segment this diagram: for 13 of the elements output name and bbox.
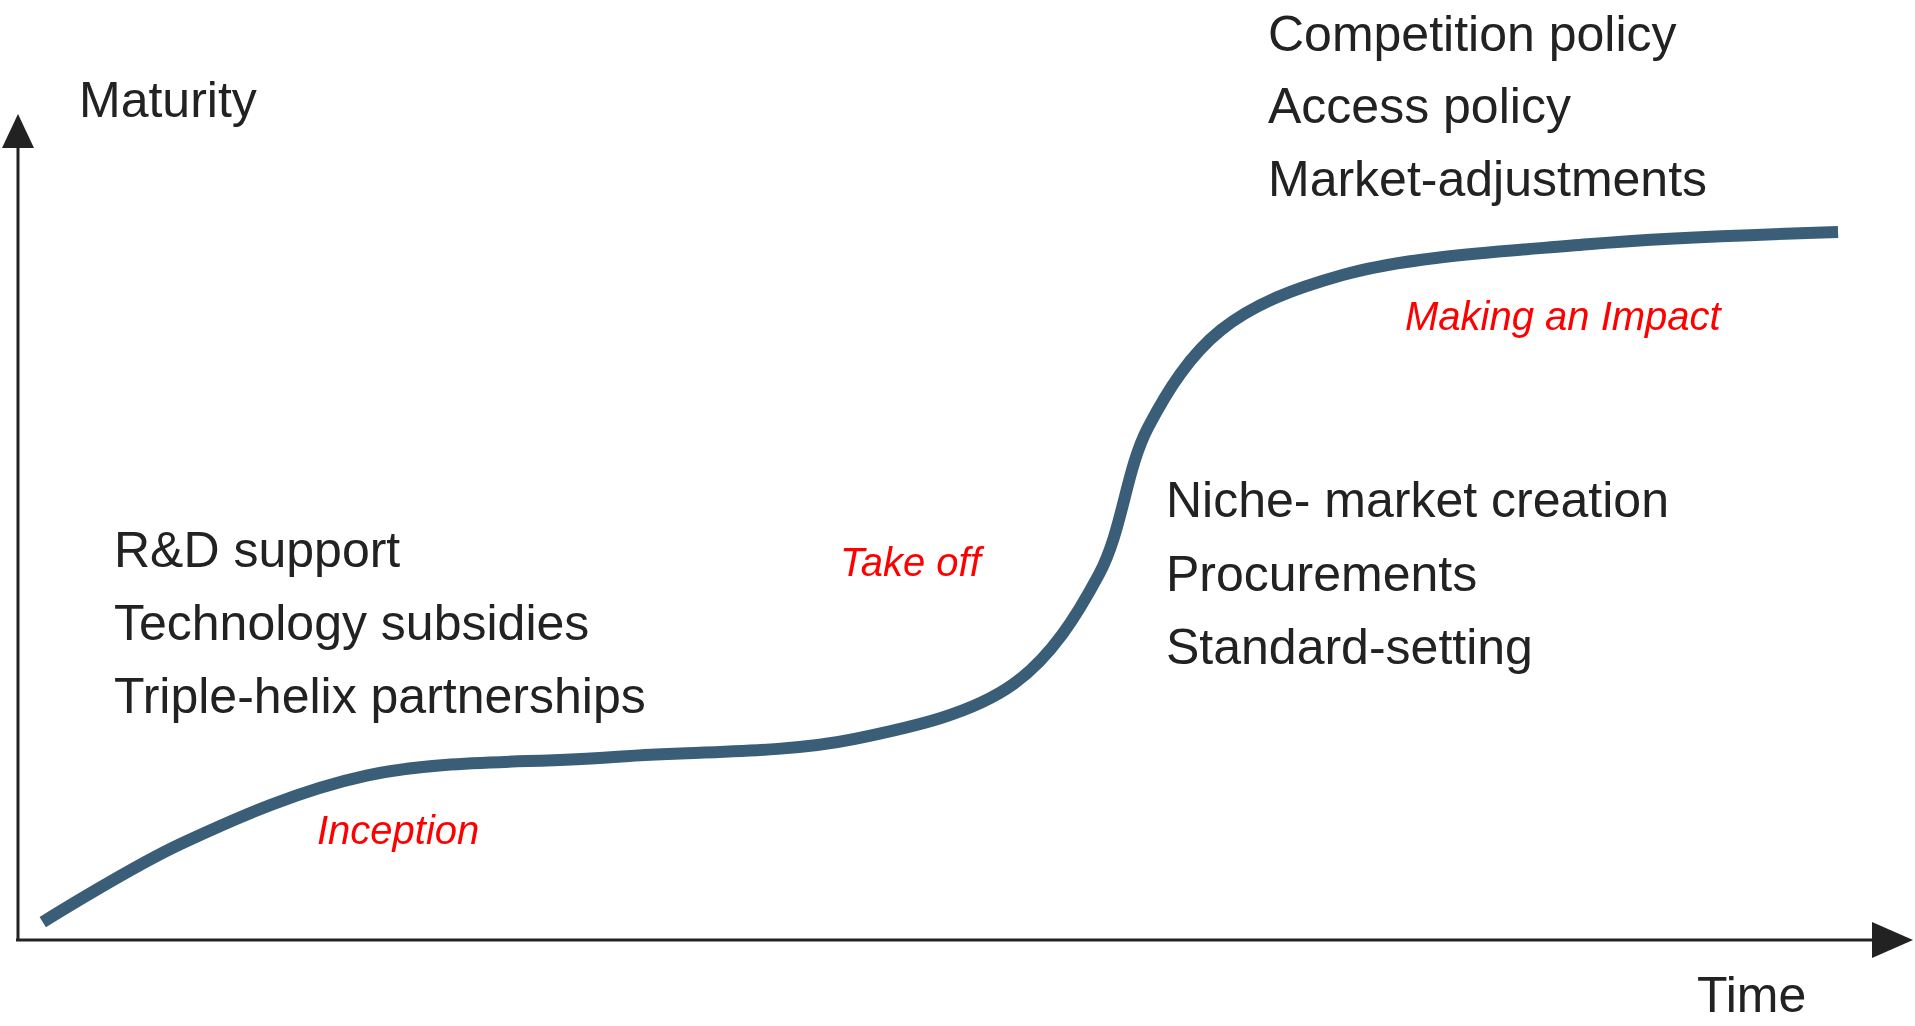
policy-text: Standard-setting xyxy=(1166,619,1533,675)
phase-label: Inception xyxy=(317,808,480,852)
policy-text: Triple-helix partnerships xyxy=(114,668,646,724)
policy-text: R&D support xyxy=(114,522,401,578)
policy-text: Access policy xyxy=(1268,78,1571,134)
policy-text: Niche- market creation xyxy=(1166,472,1669,528)
axis-title: Maturity xyxy=(79,72,257,128)
policy-text: Technology subsidies xyxy=(114,595,590,651)
policy-text: Market-adjustments xyxy=(1268,151,1708,207)
policy-text: Competition policy xyxy=(1268,6,1677,62)
policy-text: Procurements xyxy=(1166,546,1478,602)
axis-title: Time xyxy=(1697,967,1807,1023)
phase-label: Making an Impact xyxy=(1405,294,1721,338)
